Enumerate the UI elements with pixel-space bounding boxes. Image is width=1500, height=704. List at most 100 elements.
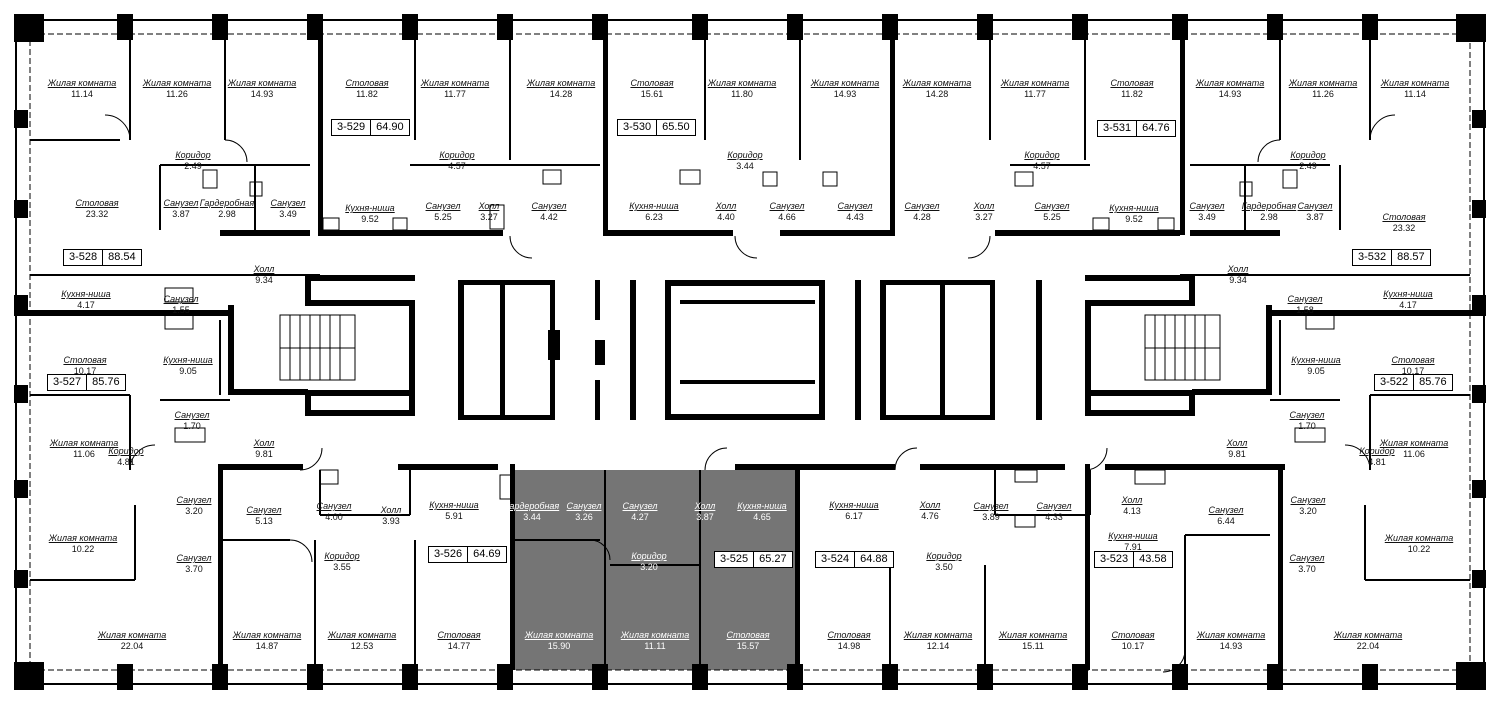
room-name: Столовая — [726, 630, 770, 640]
apartment-id: 3-523 — [1095, 552, 1135, 567]
load-walls — [14, 20, 1486, 670]
room-area: 3.26 — [575, 512, 593, 522]
room-name: Санузел — [1287, 294, 1323, 304]
apartment-area: 85.76 — [92, 376, 120, 388]
room-name: Санузел — [176, 495, 212, 505]
room-area: 4.57 — [448, 161, 466, 171]
room-name: Санузел — [1034, 201, 1070, 211]
room-name: Жилая комната — [232, 630, 302, 640]
room-name: Холл — [1227, 264, 1249, 274]
apartment-3-525-fill[interactable] — [513, 470, 797, 670]
room-area: 9.34 — [1229, 275, 1247, 285]
room-area: 12.14 — [926, 641, 950, 651]
room-name: Жилая комната — [97, 630, 167, 640]
room-area: 3.49 — [279, 209, 297, 219]
room-name: Коридор — [175, 150, 211, 160]
room-name: Санузел — [837, 201, 873, 211]
room-area: 11.80 — [731, 89, 753, 99]
room-name: Коридор — [727, 150, 763, 160]
room-name: Санузел — [425, 201, 461, 211]
room-name: Санузел — [1290, 495, 1326, 505]
room-area: 2.98 — [218, 209, 236, 219]
room-area: 2.98 — [1260, 212, 1278, 222]
room-area: 11.26 — [166, 89, 188, 99]
apartment-area: 88.54 — [108, 251, 136, 263]
room-area: 3.49 — [1198, 212, 1216, 222]
room-area: 9.52 — [1125, 214, 1143, 224]
room-name: Санузел — [1208, 505, 1244, 515]
room-name: Жилая комната — [1333, 630, 1403, 640]
room-area: 4.40 — [717, 212, 735, 222]
room-area: 4.65 — [753, 512, 771, 522]
room-name: Коридор — [439, 150, 475, 160]
room-area: 22.04 — [120, 641, 144, 651]
room-name: Кухня-ниша — [1383, 289, 1433, 299]
room-area: 3.55 — [333, 562, 351, 572]
room-name: Жилая комната — [524, 630, 594, 640]
room-name: Жилая комната — [902, 78, 972, 88]
room-area: 6.44 — [1217, 516, 1235, 526]
room-area: 22.04 — [1356, 641, 1380, 651]
apartment-id: 3-530 — [618, 120, 658, 135]
room-name: Кухня-ниша — [737, 501, 787, 511]
room-name: Санузел — [769, 201, 805, 211]
room-name: Кухня-ниша — [629, 201, 679, 211]
room-name: Жилая комната — [1384, 533, 1454, 543]
room-area: 3.44 — [736, 161, 754, 171]
room-name: Столовая — [345, 78, 389, 88]
room-area: 7.91 — [1124, 542, 1142, 552]
room-name: Коридор — [324, 551, 360, 561]
apartment-id: 3-525 — [715, 552, 755, 567]
core-walls — [228, 275, 1272, 420]
staircases — [279, 314, 1221, 381]
room-name: Санузел — [316, 501, 352, 511]
room-area: 1.55 — [172, 305, 190, 315]
room-area: 4.43 — [846, 212, 864, 222]
room-area: 3.89 — [982, 512, 1000, 522]
room-area: 11.06 — [1403, 449, 1425, 459]
room-name: Санузел — [270, 198, 306, 208]
room-name: Холл — [715, 201, 737, 211]
room-name: Жилая комната — [1380, 78, 1450, 88]
apartment-area: 64.90 — [376, 121, 404, 133]
room-area: 4.17 — [77, 300, 95, 310]
